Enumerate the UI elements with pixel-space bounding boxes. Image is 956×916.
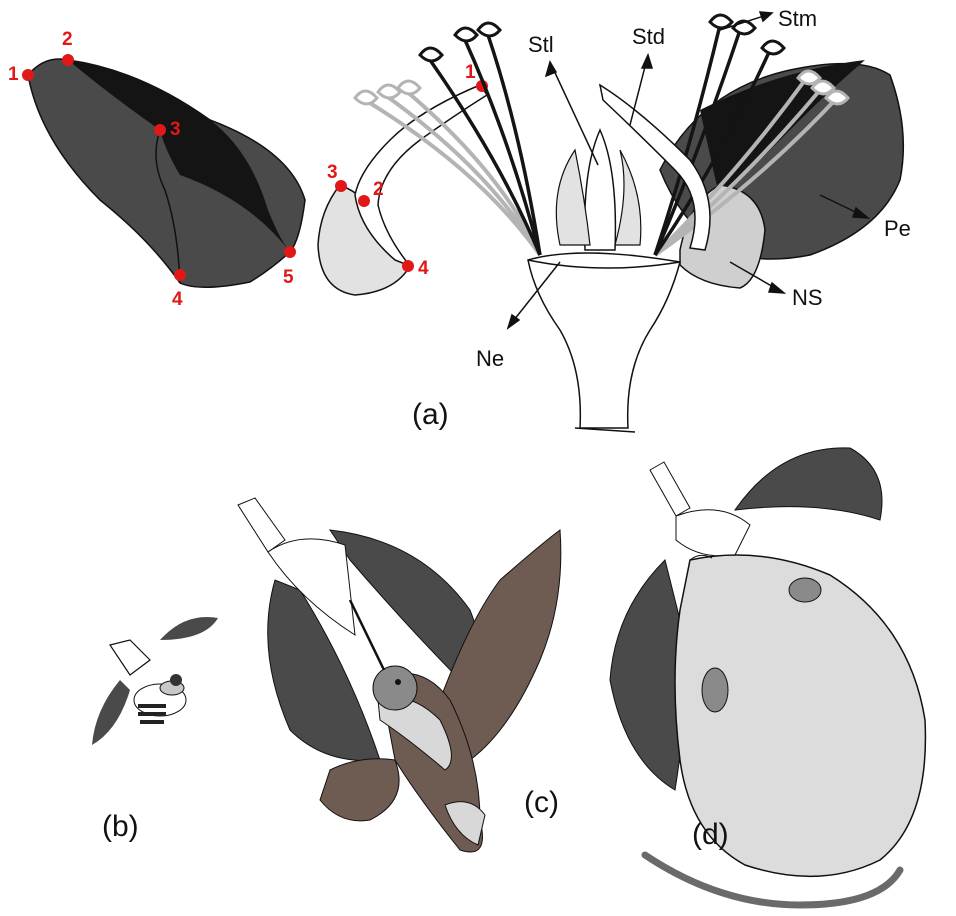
petal-point-label-2: 2 bbox=[62, 29, 73, 50]
bee-flower-petal-bottom bbox=[92, 680, 130, 745]
petal-point-label-5: 5 bbox=[283, 267, 294, 288]
petal-detail: 1 2 3 4 5 bbox=[8, 29, 305, 310]
mouse-flower-cup bbox=[676, 510, 750, 556]
mouse-ear-2 bbox=[702, 668, 728, 712]
petal-point-label-4: 4 bbox=[172, 289, 183, 310]
petal-point-2 bbox=[62, 54, 74, 66]
petal-point-3 bbox=[154, 124, 166, 136]
label-stm: Stm bbox=[778, 6, 817, 31]
mouse-flower-petal-left bbox=[610, 560, 684, 790]
bee-head bbox=[170, 674, 182, 686]
sheath-point-2 bbox=[358, 195, 370, 207]
bee-stripes bbox=[138, 704, 166, 724]
sheath-point-label-4: 4 bbox=[418, 258, 429, 279]
label-std: Std bbox=[632, 24, 665, 49]
bird-head bbox=[373, 666, 417, 710]
petal-point-5 bbox=[284, 246, 296, 258]
panel-label-d: (d) bbox=[692, 818, 729, 851]
nectary-cup bbox=[528, 253, 680, 428]
panel-label-b: (b) bbox=[102, 810, 139, 843]
bee-flower-petal-top bbox=[160, 617, 218, 640]
petal-point-label-1: 1 bbox=[8, 64, 19, 85]
panel-label-c: (c) bbox=[524, 786, 559, 819]
mouse-icon bbox=[610, 448, 925, 905]
anthers bbox=[420, 15, 784, 61]
mouse-ear-1 bbox=[789, 578, 821, 602]
bird-flower-tube bbox=[238, 498, 285, 552]
sheath-detail: 1 2 3 4 bbox=[318, 62, 488, 295]
panel-label-a: (a) bbox=[412, 398, 449, 431]
label-stl: Stl bbox=[528, 32, 554, 57]
label-ne: Ne bbox=[476, 346, 504, 371]
staminode-right bbox=[615, 150, 641, 245]
flower-cross-section-icon bbox=[355, 15, 903, 432]
sheath-point-label-2: 2 bbox=[373, 179, 384, 200]
label-pe: Pe bbox=[884, 216, 911, 241]
central-style bbox=[585, 130, 616, 250]
petal-point-1 bbox=[22, 69, 34, 81]
bird-tail bbox=[320, 759, 399, 821]
petal-point-4 bbox=[174, 269, 186, 281]
hummingbird-icon bbox=[238, 498, 561, 852]
mouse-flower-petal-top bbox=[735, 448, 882, 520]
bee-flower-cup bbox=[110, 640, 150, 675]
sheath-point-label-3: 3 bbox=[327, 162, 338, 183]
mouse-flower-tube bbox=[650, 462, 690, 516]
petal-point-label-3: 3 bbox=[170, 119, 181, 140]
bee-icon bbox=[92, 617, 218, 745]
label-ns: NS bbox=[792, 285, 823, 310]
sheath-point-4 bbox=[402, 260, 414, 272]
bird-eye bbox=[395, 679, 401, 685]
